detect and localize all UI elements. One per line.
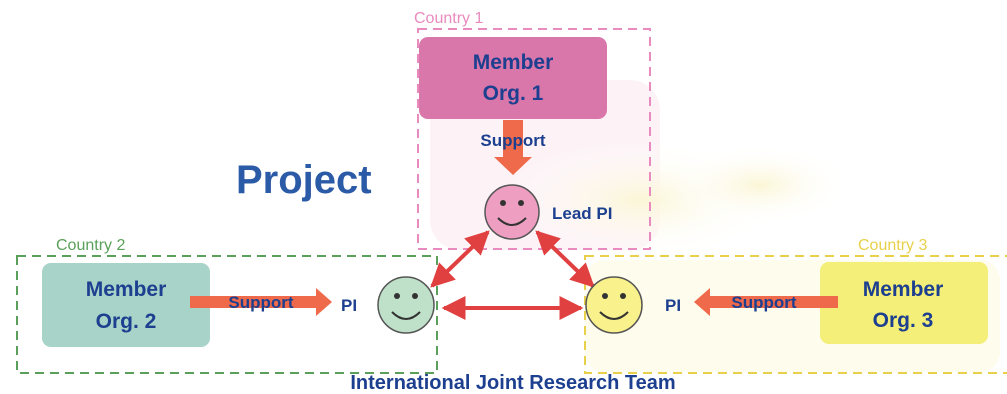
country-2-boundary <box>16 255 438 374</box>
lead-pi-smiley-icon <box>484 184 540 240</box>
project-title: Project <box>236 158 372 202</box>
team-link-leadpi-pi2 <box>430 230 490 288</box>
pi-country-2-smiley-icon <box>377 276 435 334</box>
support-label-2: Support <box>228 293 293 312</box>
country-2-label: Country 2 <box>56 237 125 254</box>
pi-country-2-label: PI <box>341 296 357 315</box>
support-label-1: Support <box>480 131 545 150</box>
background-glow <box>670 145 850 225</box>
member-org-2-label-line2: Org. 2 <box>96 310 157 333</box>
member-org-1-label-line1: Member <box>473 51 554 74</box>
support-arrow-2 <box>190 288 332 316</box>
member-org-3-box <box>820 262 988 344</box>
pi-country-3-label: PI <box>665 296 681 315</box>
member-org-3-label-line2: Org. 3 <box>873 309 934 332</box>
team-link-leadpi-pi3 <box>535 230 595 288</box>
support-arrow-1 <box>494 120 532 175</box>
member-org-1-label-line2: Org. 1 <box>483 82 544 105</box>
country-3-label: Country 3 <box>858 237 927 254</box>
member-org-3-label-line1: Member <box>863 278 944 301</box>
country-1-label: Country 1 <box>414 10 483 27</box>
pi-country-3-smiley-icon <box>585 276 643 334</box>
team-label: International Joint Research Team <box>350 372 675 394</box>
member-org-1-box <box>419 37 607 119</box>
lead-pi-label: Lead PI <box>552 204 612 223</box>
member-org-2-box <box>42 263 210 347</box>
support-arrow-3 <box>694 288 838 316</box>
support-label-3: Support <box>731 293 796 312</box>
member-org-2-label-line1: Member <box>86 278 167 301</box>
country-3-boundary <box>584 255 1007 374</box>
